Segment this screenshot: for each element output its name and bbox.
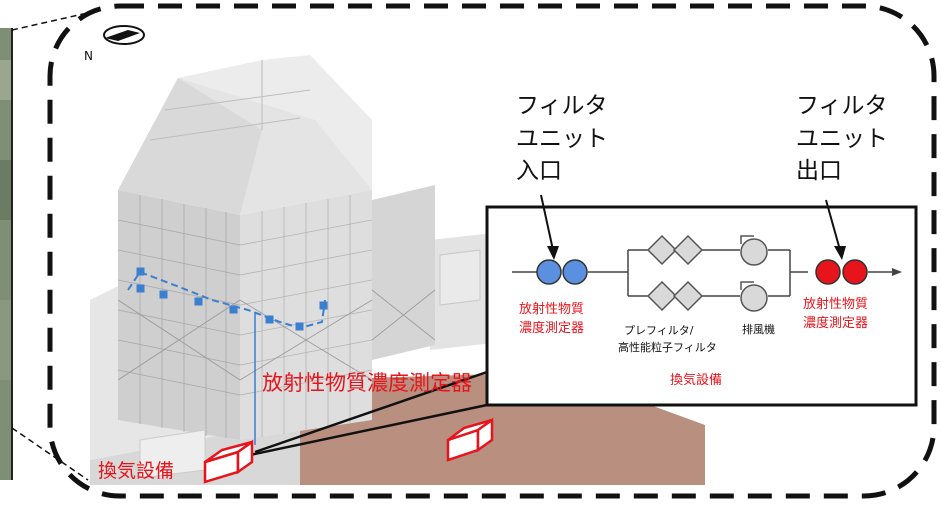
flow-line (512, 249, 892, 297)
inlet-callout-line-2: ユニット (516, 126, 608, 152)
outlet-meter-icon-2 (842, 259, 868, 285)
filter-icon (646, 234, 704, 312)
compass-icon (103, 25, 145, 45)
inlet-meter-label-1: 放射性物質 (519, 301, 584, 317)
inlet-meter-icon (536, 259, 562, 285)
outlet-callout-arrow (825, 199, 846, 260)
flow-arrow-icon (892, 268, 902, 276)
filter-label-1: プレフィルタ/ (624, 324, 694, 337)
schematic-panel (485, 205, 918, 407)
outlet-callout-line-1: フィルタ (796, 93, 888, 119)
inlet-meter-label-2: 濃度測定器 (519, 320, 584, 336)
connector-line-2 (249, 403, 488, 457)
zoom-line-top (11, 11, 93, 31)
outlet-callout-line-3: 出口 (796, 158, 842, 184)
site-photo-strip (0, 28, 13, 480)
filter-label-2: 高性能粒子フィルタ (618, 340, 717, 354)
compass-letter: N (84, 49, 93, 63)
ventilation-box-icon-2 (446, 417, 494, 462)
fan-label: 排風機 (742, 322, 775, 336)
outlet-meter-icon (815, 259, 841, 285)
detail-frame (47, 3, 937, 499)
outlet-meter-label-2: 濃度測定器 (803, 315, 868, 331)
inlet-callout-line-3: 入口 (516, 158, 562, 184)
zoom-line-bottom (11, 427, 89, 481)
building-label-ventilation: 換気設備 (98, 460, 174, 482)
system-label: 換気設備 (670, 372, 722, 388)
inlet-callout-arrow (540, 194, 559, 260)
outlet-callout-line-2: ユニット (796, 126, 888, 152)
ventilation-box-icon (203, 439, 254, 484)
duct-route (127, 267, 328, 445)
inlet-callout-line-1: フィルタ (516, 93, 608, 119)
building (117, 55, 481, 479)
connector-line-1 (254, 370, 488, 454)
building-label-meter: 放射性物質濃度測定器 (262, 371, 472, 395)
inlet-meter-icon-2 (562, 259, 588, 285)
outlet-meter-label-1: 放射性物質 (803, 296, 868, 312)
fan-icon (740, 235, 768, 312)
